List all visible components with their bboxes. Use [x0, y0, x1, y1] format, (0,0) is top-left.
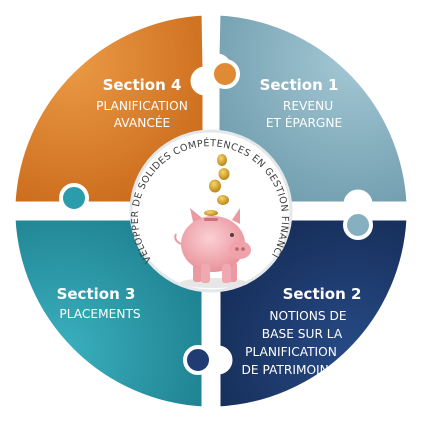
section-4-line-1: PLANIFICATION	[96, 99, 188, 113]
coin-icon	[204, 210, 218, 216]
section-4-line-2: AVANCÉE	[114, 115, 170, 130]
section-2-line-3: PLANIFICATION	[245, 345, 337, 359]
section-2-line-4: DE PATRIMOINE	[242, 363, 337, 377]
section-2-tab	[183, 345, 213, 375]
section-3-title: Section 3	[57, 285, 136, 303]
section-1-line-2: ET ÉPARGNE	[266, 115, 342, 130]
section-2-line-2: BASE SUR LA	[262, 327, 343, 341]
section-1-tab	[343, 210, 373, 240]
section-3-line-1: PLACEMENTS	[59, 307, 141, 321]
coin-icon	[209, 179, 221, 193]
piggy-bank-icon	[174, 154, 251, 288]
section-1-line-1: REVENU	[283, 99, 333, 113]
section-2-line-1: NOTIONS DE	[269, 309, 346, 323]
section-2-title: Section 2	[283, 285, 362, 303]
coin-icon	[218, 168, 230, 180]
section-1-title: Section 1	[260, 76, 339, 94]
section-3-tab	[59, 183, 89, 213]
section-4-title: Section 4	[103, 76, 182, 94]
coin-icon	[217, 195, 229, 205]
coin-icon	[217, 154, 227, 166]
section-4-tab	[210, 59, 240, 89]
